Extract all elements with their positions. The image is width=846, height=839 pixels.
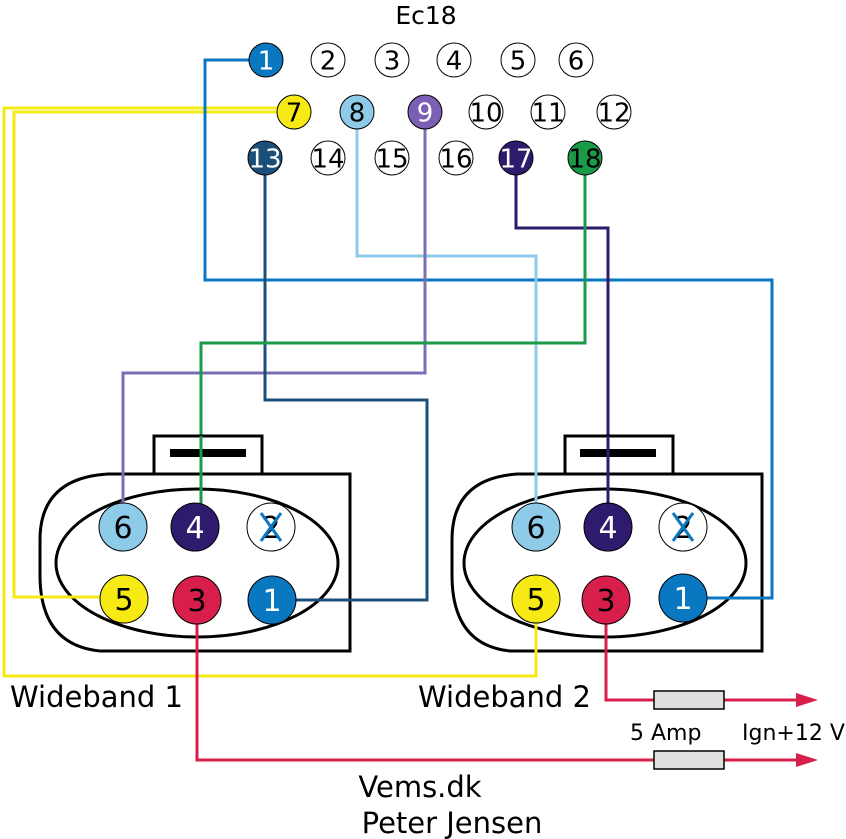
ecu-pin-12: 12: [596, 94, 632, 130]
wb2-pin-6: 6: [511, 502, 561, 552]
wb2-pin-1: 1: [658, 573, 708, 623]
wb1-pin-2: 2: [246, 502, 296, 552]
ecu-pin-13-label: 13: [248, 144, 281, 174]
ecu-pin-16: 16: [438, 140, 474, 176]
ecu-pin-1-label: 1: [258, 46, 275, 76]
ecu-pin-18: 18: [567, 140, 603, 176]
ecu-pin-14-label: 14: [311, 144, 344, 174]
ecu-pin-11-label: 11: [531, 98, 564, 128]
ecu-pin-17: 17: [498, 140, 534, 176]
cross-icon: [671, 512, 695, 542]
ecu-pin-15: 15: [374, 140, 410, 176]
ecu-pin-11: 11: [530, 94, 566, 130]
ecu-pin-2-label: 2: [320, 46, 337, 76]
ecu-pin-17-label: 17: [499, 144, 532, 174]
wb1-pin-grid: 6 4 2 5 3 1: [98, 502, 297, 625]
ecu-pin-10-label: 10: [469, 98, 502, 128]
ecu-pin-15-label: 15: [375, 144, 408, 174]
ecu-pin-5-label: 5: [510, 46, 527, 76]
footer-site: Vems.dk: [358, 770, 481, 804]
wb1-pin-4: 4: [170, 502, 220, 552]
wire-lightblue-wb2: [355, 112, 538, 527]
wb2-pin-grid: 6 4 2 5 3 1: [511, 502, 708, 625]
wb2-pin-3-label: 3: [596, 584, 615, 619]
ecu-pin-8: 8: [339, 94, 375, 130]
ecu-pin-3-label: 3: [384, 46, 401, 76]
ecu-pin-8-label: 8: [349, 98, 366, 128]
fuse-icon: [653, 750, 725, 770]
fuse-label: 5 Amp: [630, 721, 701, 746]
wb2-pin-5: 5: [511, 574, 561, 624]
wire-navy-wb2: [514, 158, 610, 527]
ecu-pin-16-label: 16: [439, 144, 472, 174]
ecu-pin-14: 14: [310, 140, 346, 176]
wb1-pin-5-label: 5: [114, 583, 133, 618]
supply-label: Ign+12 V: [742, 721, 845, 746]
wb1-pin-5: 5: [99, 574, 149, 624]
ecu-pin-9: 9: [407, 94, 443, 130]
ecu-pin-4: 4: [436, 42, 472, 78]
ecu-pin-18-label: 18: [568, 144, 601, 174]
wb2-pin-1-label: 1: [673, 582, 692, 617]
ecu-pin-1: 1: [248, 42, 284, 78]
ecu-title: Ec18: [395, 1, 456, 30]
arrow-icon: [796, 693, 818, 707]
wb2-pin-2: 2: [658, 502, 708, 552]
ecu-pin-3: 3: [374, 42, 410, 78]
ecu-pin-6-label: 6: [568, 46, 585, 76]
wb1-pin-3: 3: [172, 575, 222, 625]
wb1-pin-6: 6: [98, 502, 148, 552]
cross-icon: [259, 512, 283, 542]
ecu-pin-5: 5: [500, 42, 536, 78]
wb1-pin-1: 1: [247, 575, 297, 625]
ecu-pin-9-label: 9: [417, 98, 434, 128]
ecu-pin-6: 6: [558, 42, 594, 78]
arrow-icon: [796, 753, 818, 767]
wb1-pin-1-label: 1: [262, 584, 281, 619]
fuse-icon: [653, 690, 725, 710]
wb2-pin-3: 3: [581, 575, 631, 625]
footer-author: Peter Jensen: [362, 806, 543, 839]
ecu-pin-7: 7: [276, 94, 312, 130]
wires: [2, 58, 808, 762]
ecu-pin-13: 13: [247, 140, 283, 176]
wb2-pin-6-label: 6: [526, 511, 545, 546]
ecu-pin-7-label: 7: [286, 98, 303, 128]
wb1-pin-3-label: 3: [187, 584, 206, 619]
ecu-pin-12-label: 12: [597, 98, 630, 128]
ecu-pin-4-label: 4: [446, 46, 463, 76]
ecu-pin-2: 2: [310, 42, 346, 78]
wb2-pin-4-label: 4: [598, 511, 617, 546]
wb2-pin-4: 4: [583, 502, 633, 552]
connector-label-wb2: Wideband 2: [418, 680, 591, 714]
wb1-pin-4-label: 4: [185, 511, 204, 546]
ecu-pin-10: 10: [468, 94, 504, 130]
wb1-pin-6-label: 6: [113, 511, 132, 546]
wb2-pin-5-label: 5: [526, 583, 545, 618]
connector-label-wb1: Wideband 1: [10, 680, 183, 714]
